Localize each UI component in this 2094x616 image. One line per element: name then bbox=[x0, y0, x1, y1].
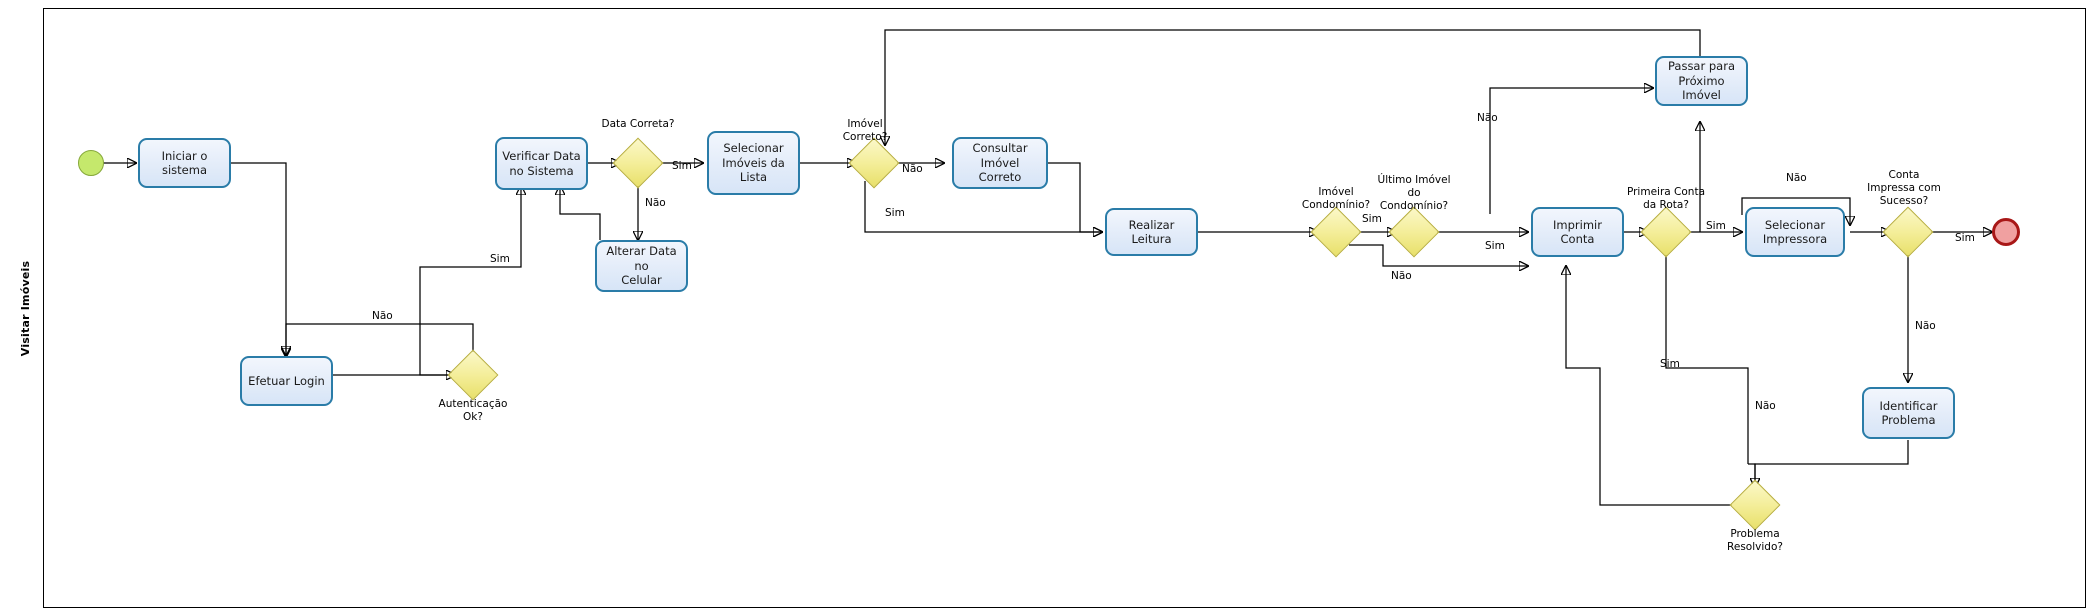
task-realizar-leitura[interactable]: Realizar Leitura bbox=[1105, 208, 1198, 256]
end-event[interactable] bbox=[1992, 218, 2020, 246]
start-event[interactable] bbox=[78, 150, 104, 176]
gateway-imovel-correto-label: Imóvel Correto? bbox=[842, 118, 888, 143]
task-passar-proximo-imovel[interactable]: Passar para Próximo Imóvel bbox=[1655, 56, 1748, 106]
gateway-data-correta-label: Data Correta? bbox=[601, 118, 675, 130]
flow-label-imovel-sim: Sim bbox=[885, 207, 905, 219]
task-iniciar-sistema[interactable]: Iniciar o sistema bbox=[138, 138, 231, 188]
task-consultar-imovel[interactable]: Consultar Imóvel Correto bbox=[952, 137, 1048, 189]
flow-label-condominio-nao: Não bbox=[1391, 270, 1412, 282]
flow-label-auth-nao: Não bbox=[372, 310, 393, 322]
gateway-imovel-condominio-label: Imóvel Condomínio? bbox=[1301, 186, 1371, 211]
task-imprimir-conta[interactable]: Imprimir Conta bbox=[1531, 207, 1624, 257]
flow-label-problema-sim: Sim bbox=[1660, 358, 1680, 370]
task-efetuar-login[interactable]: Efetuar Login bbox=[240, 356, 333, 406]
flow-label-condominio-sim: Sim bbox=[1362, 213, 1382, 225]
task-selecionar-impressora[interactable]: Selecionar Impressora bbox=[1745, 207, 1845, 257]
flow-label-primeira-sim: Sim bbox=[1706, 220, 1726, 232]
lane-header: Visitar Imóveis bbox=[8, 8, 44, 608]
flow-label-data-nao: Não bbox=[645, 197, 666, 209]
gateway-conta-impressa-label: Conta Impressa com Sucesso? bbox=[1867, 169, 1941, 207]
flow-label-problema-nao: Não bbox=[1755, 400, 1776, 412]
gateway-autenticacao-ok-label: Autenticação Ok? bbox=[438, 398, 508, 423]
task-selecionar-imoveis[interactable]: Selecionar Imóveis da Lista bbox=[707, 131, 800, 195]
gateway-primeira-conta-label: Primeira Conta da Rota? bbox=[1626, 186, 1706, 211]
flow-label-ultimo-sim: Sim bbox=[1485, 240, 1505, 252]
task-verificar-data[interactable]: Verificar Data no Sistema bbox=[495, 137, 588, 190]
task-identificar-problema[interactable]: Identificar Problema bbox=[1862, 387, 1955, 439]
flow-label-conta-nao: Não bbox=[1915, 320, 1936, 332]
task-alterar-data[interactable]: Alterar Data no Celular bbox=[595, 240, 688, 292]
flow-label-ultimo-nao: Não bbox=[1477, 112, 1498, 124]
flow-label-conta-sim: Sim bbox=[1955, 232, 1975, 244]
flow-label-data-sim: Sim bbox=[672, 160, 692, 172]
flow-label-imovel-nao: Não bbox=[902, 163, 923, 175]
gateway-problema-resolvido-label: Problema Resolvido? bbox=[1727, 528, 1783, 553]
gateway-ultimo-imovel-label: Último Imóvel do Condomínio? bbox=[1377, 174, 1451, 212]
flow-label-impressora-nao: Não bbox=[1786, 172, 1807, 184]
flow-label-auth-sim: Sim bbox=[490, 253, 510, 265]
